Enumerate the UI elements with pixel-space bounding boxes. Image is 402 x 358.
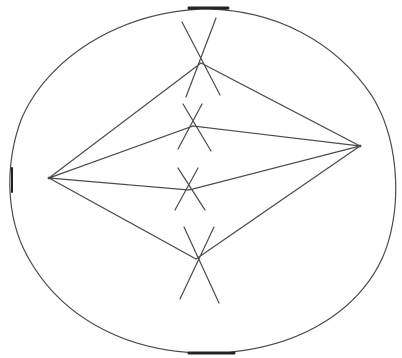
right-spindle-pole — [359, 145, 362, 148]
left-spindle-pole — [48, 177, 51, 180]
